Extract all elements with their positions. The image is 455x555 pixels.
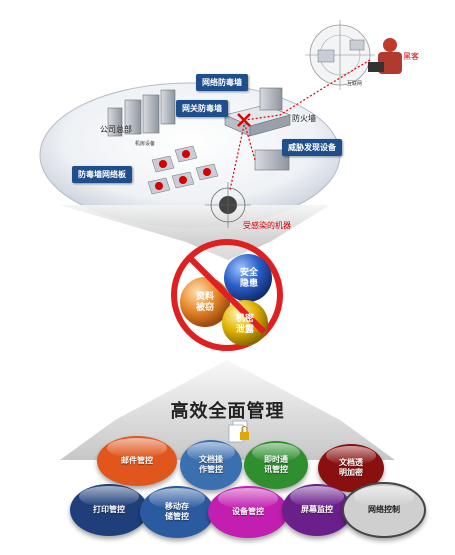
module-label: 网络控制 (368, 505, 400, 514)
module-im-control: 即时通 讯管控 (244, 441, 308, 489)
module-label: 屏幕监控 (301, 505, 333, 514)
callout-threat-device: 威胁发现设备 (282, 139, 342, 156)
module-label: 移动存 储管控 (165, 502, 189, 521)
module-doc-operation-control: 文档操 作管控 (180, 440, 242, 490)
server-rack-icon (107, 89, 176, 137)
hq-label: 公司总部 (100, 125, 132, 134)
firewall-label: 防火墙 (292, 114, 316, 123)
module-label: 打印管控 (93, 505, 125, 514)
ball-secret-leak-icon (222, 300, 268, 346)
module-usb-storage-control: 移动存 储管控 (140, 486, 214, 538)
module-label: 设备管控 (232, 507, 264, 516)
target-crosshair-icon (205, 182, 251, 228)
callout-net-firewall: 网络防毒墙 (196, 74, 248, 91)
internet-label: 互联网 (347, 81, 363, 87)
module-screen-monitor: 屏幕监控 (282, 484, 352, 536)
blocked-x-icon (237, 113, 251, 127)
module-label: 文档透 明加密 (339, 458, 363, 477)
ball-security-label: 安全 隐患 (239, 268, 258, 289)
hq-sub-label: 机房设备 (135, 141, 156, 147)
infected-label: 受感染的机器 (243, 221, 291, 230)
module-print-control: 打印管控 (70, 484, 148, 536)
ball-data-leak-label: 资料 被窃 (195, 292, 214, 313)
attack-paths (229, 59, 371, 191)
hacker-icon (368, 38, 402, 74)
callout-gateway-av: 网关防毒墙 (176, 100, 228, 117)
hacker-target-icon (305, 20, 375, 90)
infected-laptops-icon (147, 145, 219, 195)
module-doc-encryption: 文档透 明加密 (318, 444, 384, 492)
management-title: 高效全面管理 (170, 401, 285, 422)
ball-security-icon (224, 254, 272, 302)
module-label: 即时通 讯管控 (264, 455, 288, 474)
prohibited-slash (187, 255, 267, 335)
ball-secret-leak-label: 机密 泄露 (235, 314, 254, 335)
callout-av-platform: 防毒墙网络板 (72, 166, 132, 183)
bottom-funnel (60, 360, 395, 460)
module-mail-control: 邮件管控 (97, 436, 177, 486)
module-network-control: 网络控制 (342, 482, 426, 538)
top-funnel (60, 205, 330, 260)
module-label: 邮件管控 (121, 456, 153, 465)
hacker-label: 黑客 (403, 52, 419, 61)
module-device-control: 设备管控 (208, 486, 288, 538)
document-lock-icon (228, 420, 249, 443)
module-label: 文档操 作管控 (199, 455, 223, 474)
